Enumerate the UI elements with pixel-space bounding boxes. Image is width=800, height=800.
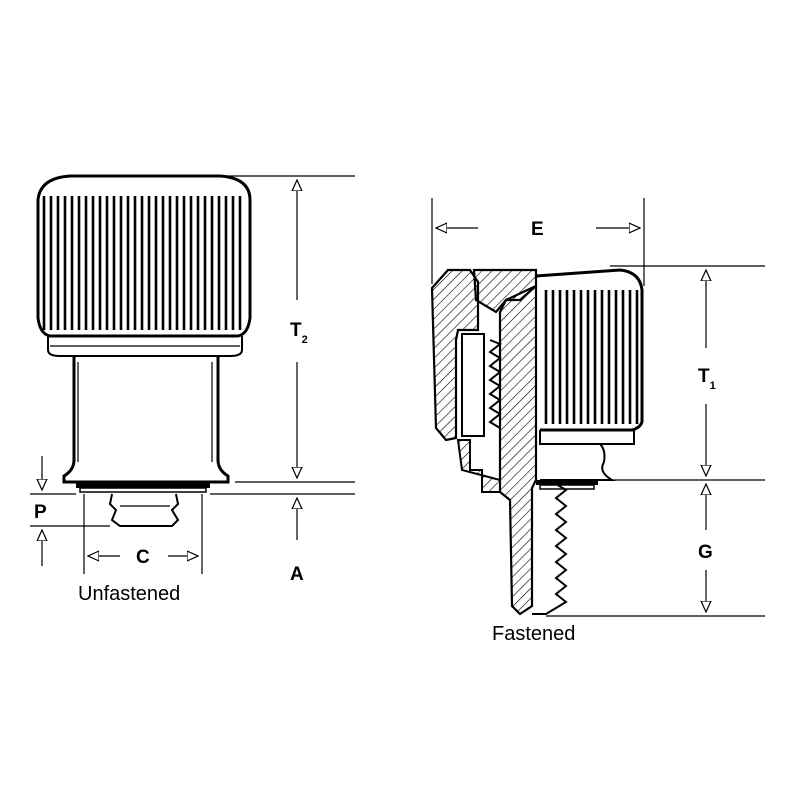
fastened-screw-section [498,284,568,616]
unfastened-caption: Unfastened [78,583,180,605]
c-label: C [136,547,150,568]
unfastened-knurled-cap [36,174,252,357]
unfastened-flange [76,482,210,493]
fastened-knurl-ridges [544,290,639,424]
dimension-t2: T2 [205,175,355,483]
dimension-e: E [431,198,645,286]
e-label: E [531,219,544,240]
unfastened-screw-tip [108,493,180,527]
unfastened-body [62,356,230,484]
g-label: G [698,542,713,563]
dimension-p: P [30,456,110,566]
dimension-c: C [83,494,203,574]
t1-label: T1 [698,366,716,392]
fastened-view: E T1 G Fastened [430,198,765,645]
fastened-washer [536,480,598,490]
fastened-knurled-cap [535,268,644,481]
unfastened-knurl-ridges [42,196,242,330]
fastened-retainer-section [430,268,538,493]
fastened-caption: Fastened [492,623,575,645]
t2-label: T2 [290,320,308,346]
fastened-spring [488,339,502,429]
dimension-g: G [546,484,765,617]
a-label: A [290,564,304,585]
p-label: P [34,502,47,523]
dimension-t1: T1 [610,265,765,481]
dimension-a: A [210,493,355,585]
unfastened-view: T2 A P C Unfastened [30,174,355,605]
